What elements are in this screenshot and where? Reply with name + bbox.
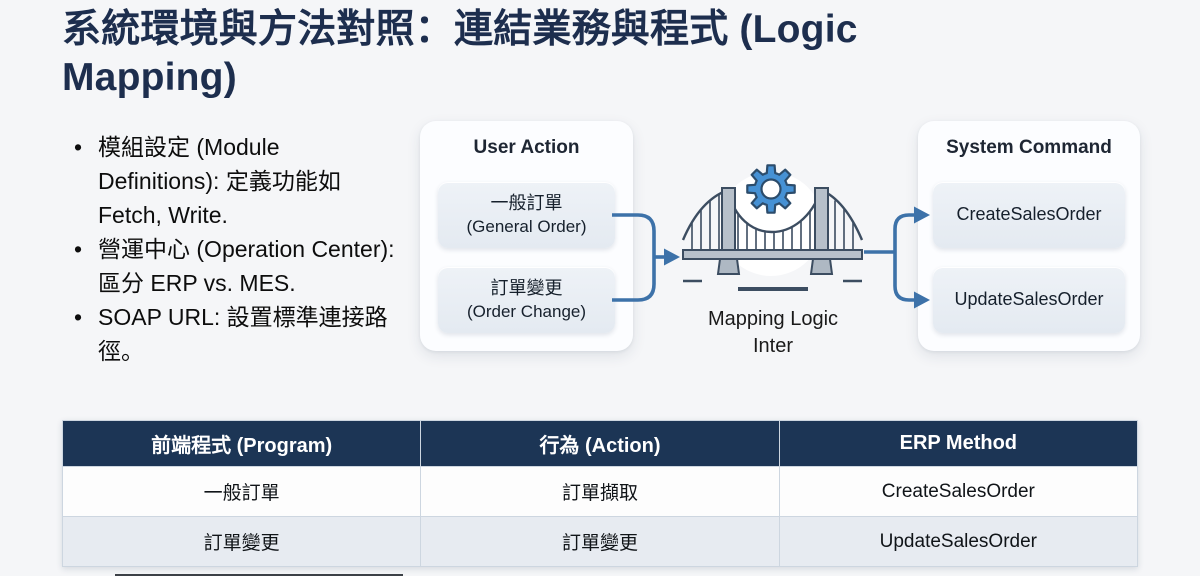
mapping-logic-label-line1: Mapping Logic <box>707 308 839 330</box>
arrow-into-bridge-icon <box>664 248 680 266</box>
header-program: 前端程式 (Program) <box>61 420 422 467</box>
create-sales-order-box: CreateSalesOrder <box>933 182 1125 248</box>
system-command-panel: System Command CreateSalesOrder UpdateSa… <box>918 121 1140 351</box>
table-row: 一般訂單 訂單擷取 CreateSalesOrder <box>61 466 1139 517</box>
order-change-label-en: (Order Change) <box>466 301 587 321</box>
cell-method-2: UpdateSalesOrder <box>778 516 1139 567</box>
bottom-progress-bar <box>115 574 403 576</box>
mapping-table: 前端程式 (Program) 行為 (Action) ERP Method 一般… <box>61 420 1139 567</box>
order-change-label-zh: 訂單變更 <box>490 278 563 299</box>
mapping-logic-label-line2: Inter <box>752 335 794 357</box>
bullet-item-soap-url: SOAP URL: 設置標準連接路徑。 <box>66 300 404 368</box>
table-header-row: 前端程式 (Program) 行為 (Action) ERP Method <box>61 420 1139 467</box>
table-row: 訂單變更 訂單變更 UpdateSalesOrder <box>61 516 1139 567</box>
header-erp-method: ERP Method <box>778 420 1139 467</box>
cell-action-2: 訂單變更 <box>420 516 780 567</box>
user-action-panel: User Action 一般訂單 (General Order) 訂單變更 (O… <box>420 121 633 351</box>
order-change-box: 訂單變更 (Order Change) <box>438 267 615 333</box>
update-sales-order-box: UpdateSalesOrder <box>933 267 1125 333</box>
gear-icon <box>746 164 796 214</box>
general-order-label-en: (General Order) <box>466 216 587 236</box>
bullet-item-module: 模組設定 (Module Definitions): 定義功能如 Fetch, … <box>66 130 404 232</box>
bridge-gear-icon <box>681 164 864 291</box>
cell-program-1: 一般訂單 <box>61 466 422 517</box>
system-command-title: System Command <box>946 137 1112 158</box>
user-action-title: User Action <box>473 137 580 158</box>
bridge-icon <box>681 187 864 291</box>
bullet-list: 模組設定 (Module Definitions): 定義功能如 Fetch, … <box>66 130 404 368</box>
mapping-logic-label: Mapping Logic Inter <box>663 306 883 360</box>
bullet-item-operation-center: 營運中心 (Operation Center): 區分 ERP vs. MES. <box>66 232 404 300</box>
general-order-box: 一般訂單 (General Order) <box>438 182 615 248</box>
page-title: 系統環境與方法對照：連結業務與程式 (Logic Mapping) <box>62 8 858 100</box>
right-split-connector <box>893 213 916 302</box>
cell-action-1: 訂單擷取 <box>420 466 780 517</box>
general-order-label-zh: 一般訂單 <box>490 193 563 214</box>
cell-program-2: 訂單變更 <box>61 516 422 567</box>
cell-method-1: CreateSalesOrder <box>778 466 1139 517</box>
header-action: 行為 (Action) <box>420 420 780 467</box>
